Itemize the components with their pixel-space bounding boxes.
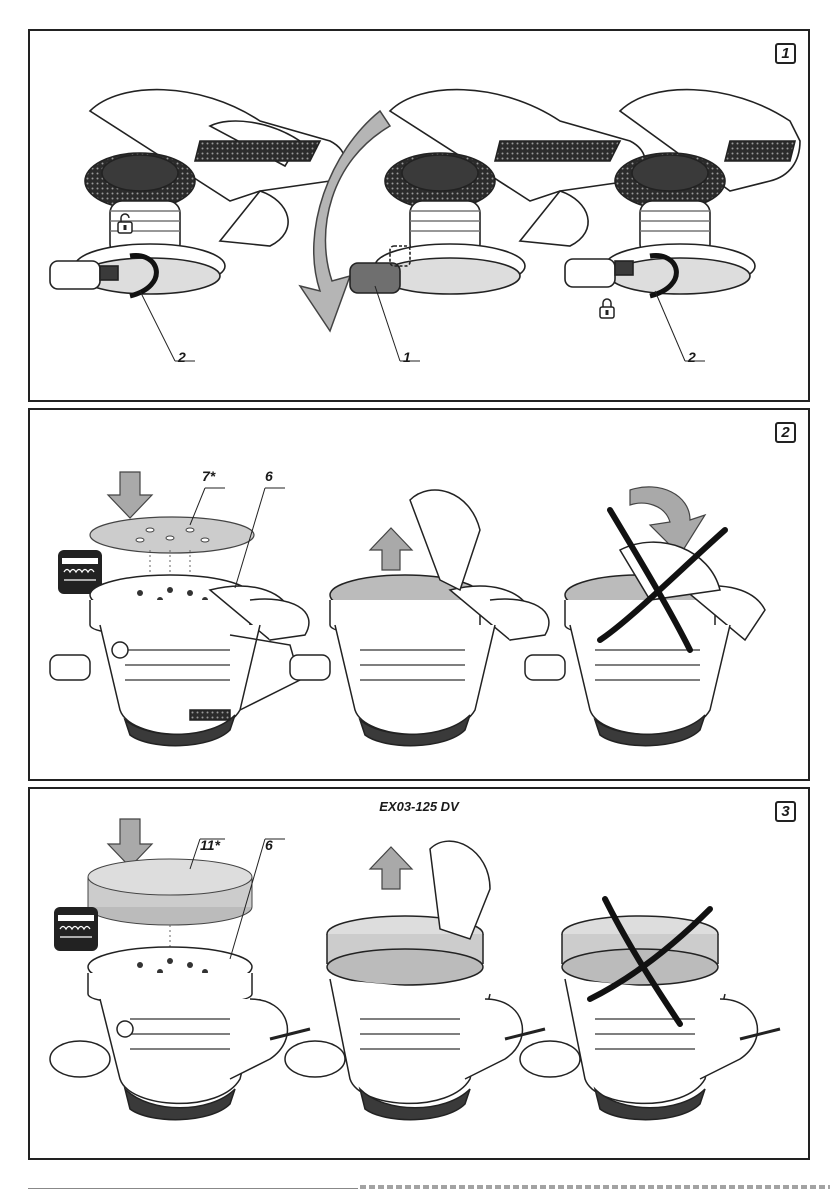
sander-illustration: [50, 90, 345, 296]
callout-label: 2: [688, 349, 696, 365]
sander-illustration: [50, 947, 310, 1120]
figure-1-panel: 1: [28, 29, 810, 402]
sander-illustration: [565, 90, 800, 296]
lock-closed-icon: [600, 299, 614, 318]
sponge-pad: [88, 859, 252, 925]
footer-rule: [28, 1188, 358, 1189]
velcro-symbol-icon: [54, 907, 98, 951]
figure-1-illustration: [30, 31, 808, 400]
sander-illustration: [285, 841, 545, 1120]
leader-line: [140, 291, 175, 361]
callout-label: 6: [265, 837, 273, 853]
down-arrow-icon: [108, 472, 152, 518]
sander-illustration: [50, 575, 309, 746]
callout-label: 11*: [200, 837, 220, 853]
footer-strip: [360, 1185, 830, 1189]
figure-3-panel: 3 EX03-125 DV: [28, 787, 810, 1160]
sanding-disc: [90, 517, 254, 553]
sander-illustration: [290, 490, 549, 746]
figure-2-panel: 2: [28, 408, 810, 781]
sander-illustration: [520, 916, 780, 1120]
callout-label: 1: [403, 349, 411, 365]
callout-label: 6: [265, 468, 273, 484]
figure-3-illustration: [30, 789, 808, 1158]
figure-2-illustration: [30, 410, 808, 779]
callout-label: 2: [178, 349, 186, 365]
up-arrow-icon: [370, 528, 412, 570]
up-arrow-icon: [370, 847, 412, 889]
callout-label: 7*: [202, 468, 215, 484]
